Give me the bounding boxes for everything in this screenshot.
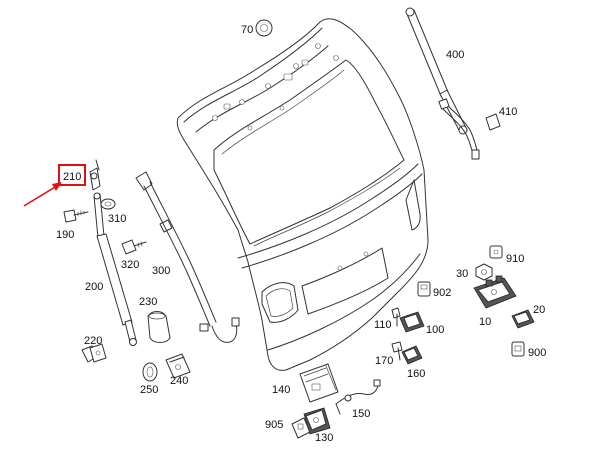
part-label-20: 20 xyxy=(533,304,545,316)
part-label-190: 190 xyxy=(56,229,74,241)
part-label-220: 220 xyxy=(84,335,102,347)
part-230-cap[interactable] xyxy=(147,311,171,343)
part-label-902: 902 xyxy=(433,287,451,299)
part-910-sensor[interactable] xyxy=(489,245,503,259)
part-210-bracket[interactable] xyxy=(89,159,101,191)
part-label-900: 900 xyxy=(528,347,546,359)
part-210-callout-box xyxy=(58,164,86,186)
part-label-170: 170 xyxy=(375,355,393,367)
part-label-30: 30 xyxy=(456,268,468,280)
part-label-10: 10 xyxy=(479,316,491,328)
part-label-400: 400 xyxy=(446,49,464,61)
part-310-washer[interactable] xyxy=(100,198,116,210)
part-30-nut[interactable] xyxy=(475,263,493,281)
part-140-control-module[interactable] xyxy=(299,363,339,403)
part-130-latch[interactable] xyxy=(303,407,331,435)
part-20-switch-unit[interactable] xyxy=(511,309,535,329)
part-label-130: 130 xyxy=(315,432,333,444)
part-150-cable[interactable] xyxy=(335,379,381,415)
part-label-250: 250 xyxy=(140,384,158,396)
part-320-clip[interactable] xyxy=(121,239,147,255)
red-arrow-icon xyxy=(23,182,62,207)
part-label-200: 200 xyxy=(85,281,103,293)
part-10-lock-assembly[interactable] xyxy=(473,275,517,309)
part-label-910: 910 xyxy=(506,253,524,265)
part-label-230: 230 xyxy=(139,296,157,308)
part-label-140: 140 xyxy=(272,384,290,396)
part-label-110: 110 xyxy=(374,319,392,331)
part-902-switch[interactable] xyxy=(417,281,431,297)
part-label-210[interactable]: 210 xyxy=(63,171,81,183)
part-200-gas-strut[interactable] xyxy=(93,192,137,346)
part-110-screw[interactable] xyxy=(391,307,401,327)
part-220-fastener[interactable] xyxy=(81,343,107,363)
part-label-240: 240 xyxy=(170,375,188,387)
part-100-handle-switch[interactable] xyxy=(399,311,425,333)
part-240-socket[interactable] xyxy=(165,353,191,379)
part-label-70: 70 xyxy=(241,24,253,36)
part-410-cable[interactable] xyxy=(438,98,501,160)
part-label-310: 310 xyxy=(108,213,126,225)
part-label-905: 905 xyxy=(265,419,283,431)
part-170-screw[interactable] xyxy=(391,341,403,361)
part-label-410: 410 xyxy=(499,106,517,118)
part-300-wiring-harness[interactable] xyxy=(135,171,240,343)
part-label-320: 320 xyxy=(121,259,139,271)
part-label-150: 150 xyxy=(352,408,370,420)
part-label-100: 100 xyxy=(426,324,444,336)
part-900-sensor[interactable] xyxy=(511,341,525,357)
liftgate-panel xyxy=(176,18,429,371)
part-160-bracket[interactable] xyxy=(401,345,423,365)
part-70-grommet[interactable] xyxy=(255,19,273,37)
part-label-160: 160 xyxy=(407,368,425,380)
part-250-seal-ring[interactable] xyxy=(142,362,158,382)
part-label-300: 300 xyxy=(152,265,170,277)
part-190-bolt[interactable] xyxy=(63,209,89,223)
